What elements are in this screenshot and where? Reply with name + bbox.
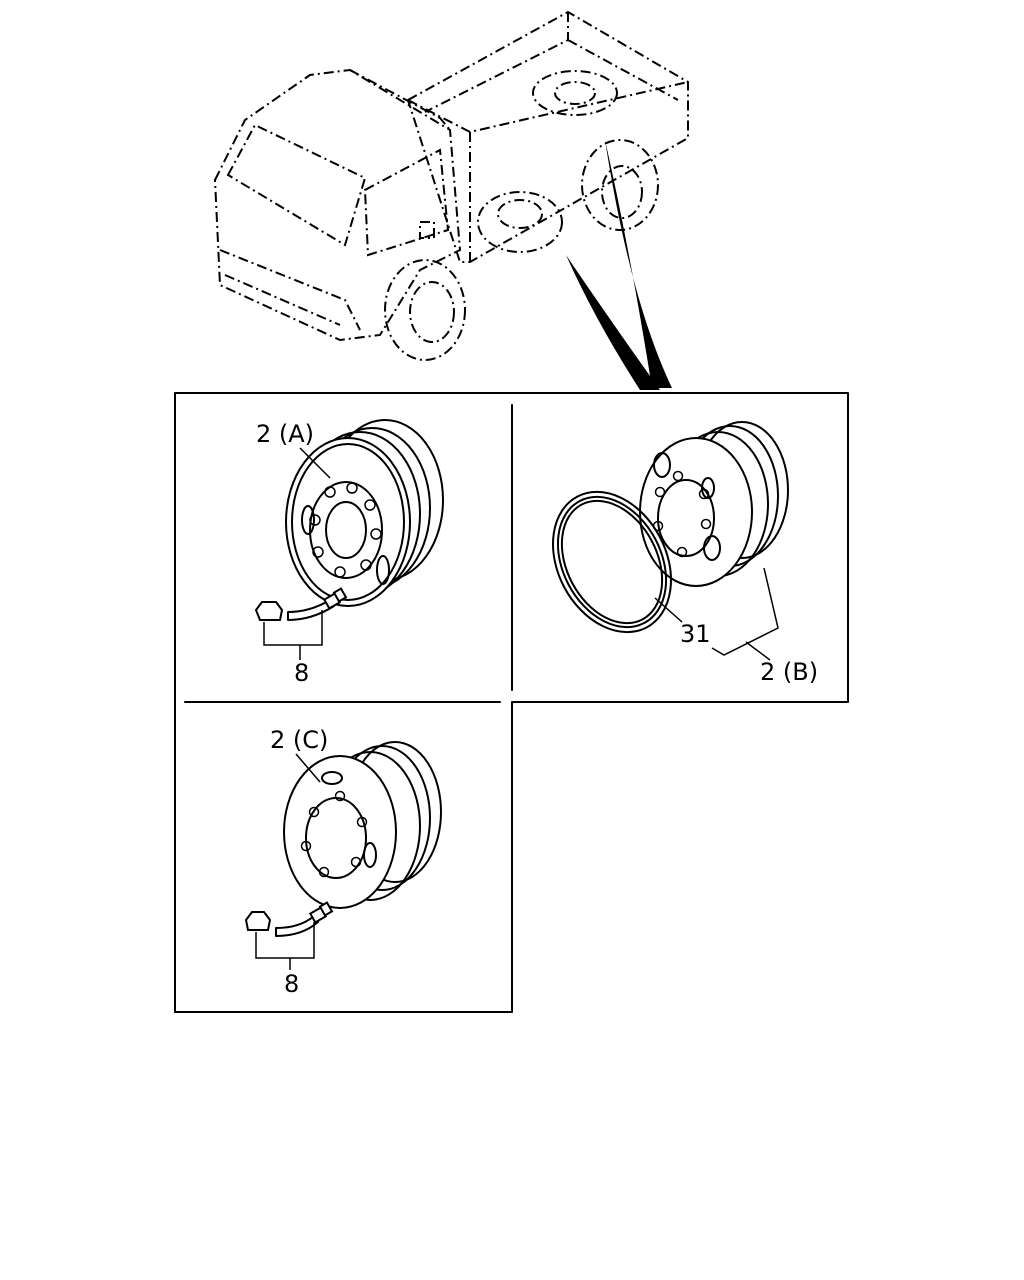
wheel-a-stud-holes — [309, 482, 382, 578]
wheel-b — [639, 421, 789, 587]
callout-valve-a: 8 — [294, 659, 309, 687]
wheel-c-stud-holes — [300, 790, 368, 878]
leader-lines-c — [255, 753, 321, 970]
leader-lines-b — [654, 567, 779, 661]
wheel-a — [285, 419, 444, 607]
pointer-arrows — [566, 140, 672, 390]
valve-a — [254, 587, 348, 621]
detail-frames — [174, 392, 849, 1013]
callout-valve-c: 8 — [284, 970, 299, 998]
callout-wheel-b: 2 (B) — [760, 658, 818, 686]
ring-b — [552, 490, 672, 634]
wheel-c — [283, 741, 442, 909]
callout-wheel-a: 2 (A) — [256, 420, 314, 448]
callout-ring-b: 31 — [680, 620, 711, 648]
truck-illustration — [213, 10, 689, 361]
valve-c — [244, 901, 334, 937]
callout-wheel-c: 2 (C) — [270, 726, 328, 754]
leader-lines-a — [263, 447, 331, 660]
